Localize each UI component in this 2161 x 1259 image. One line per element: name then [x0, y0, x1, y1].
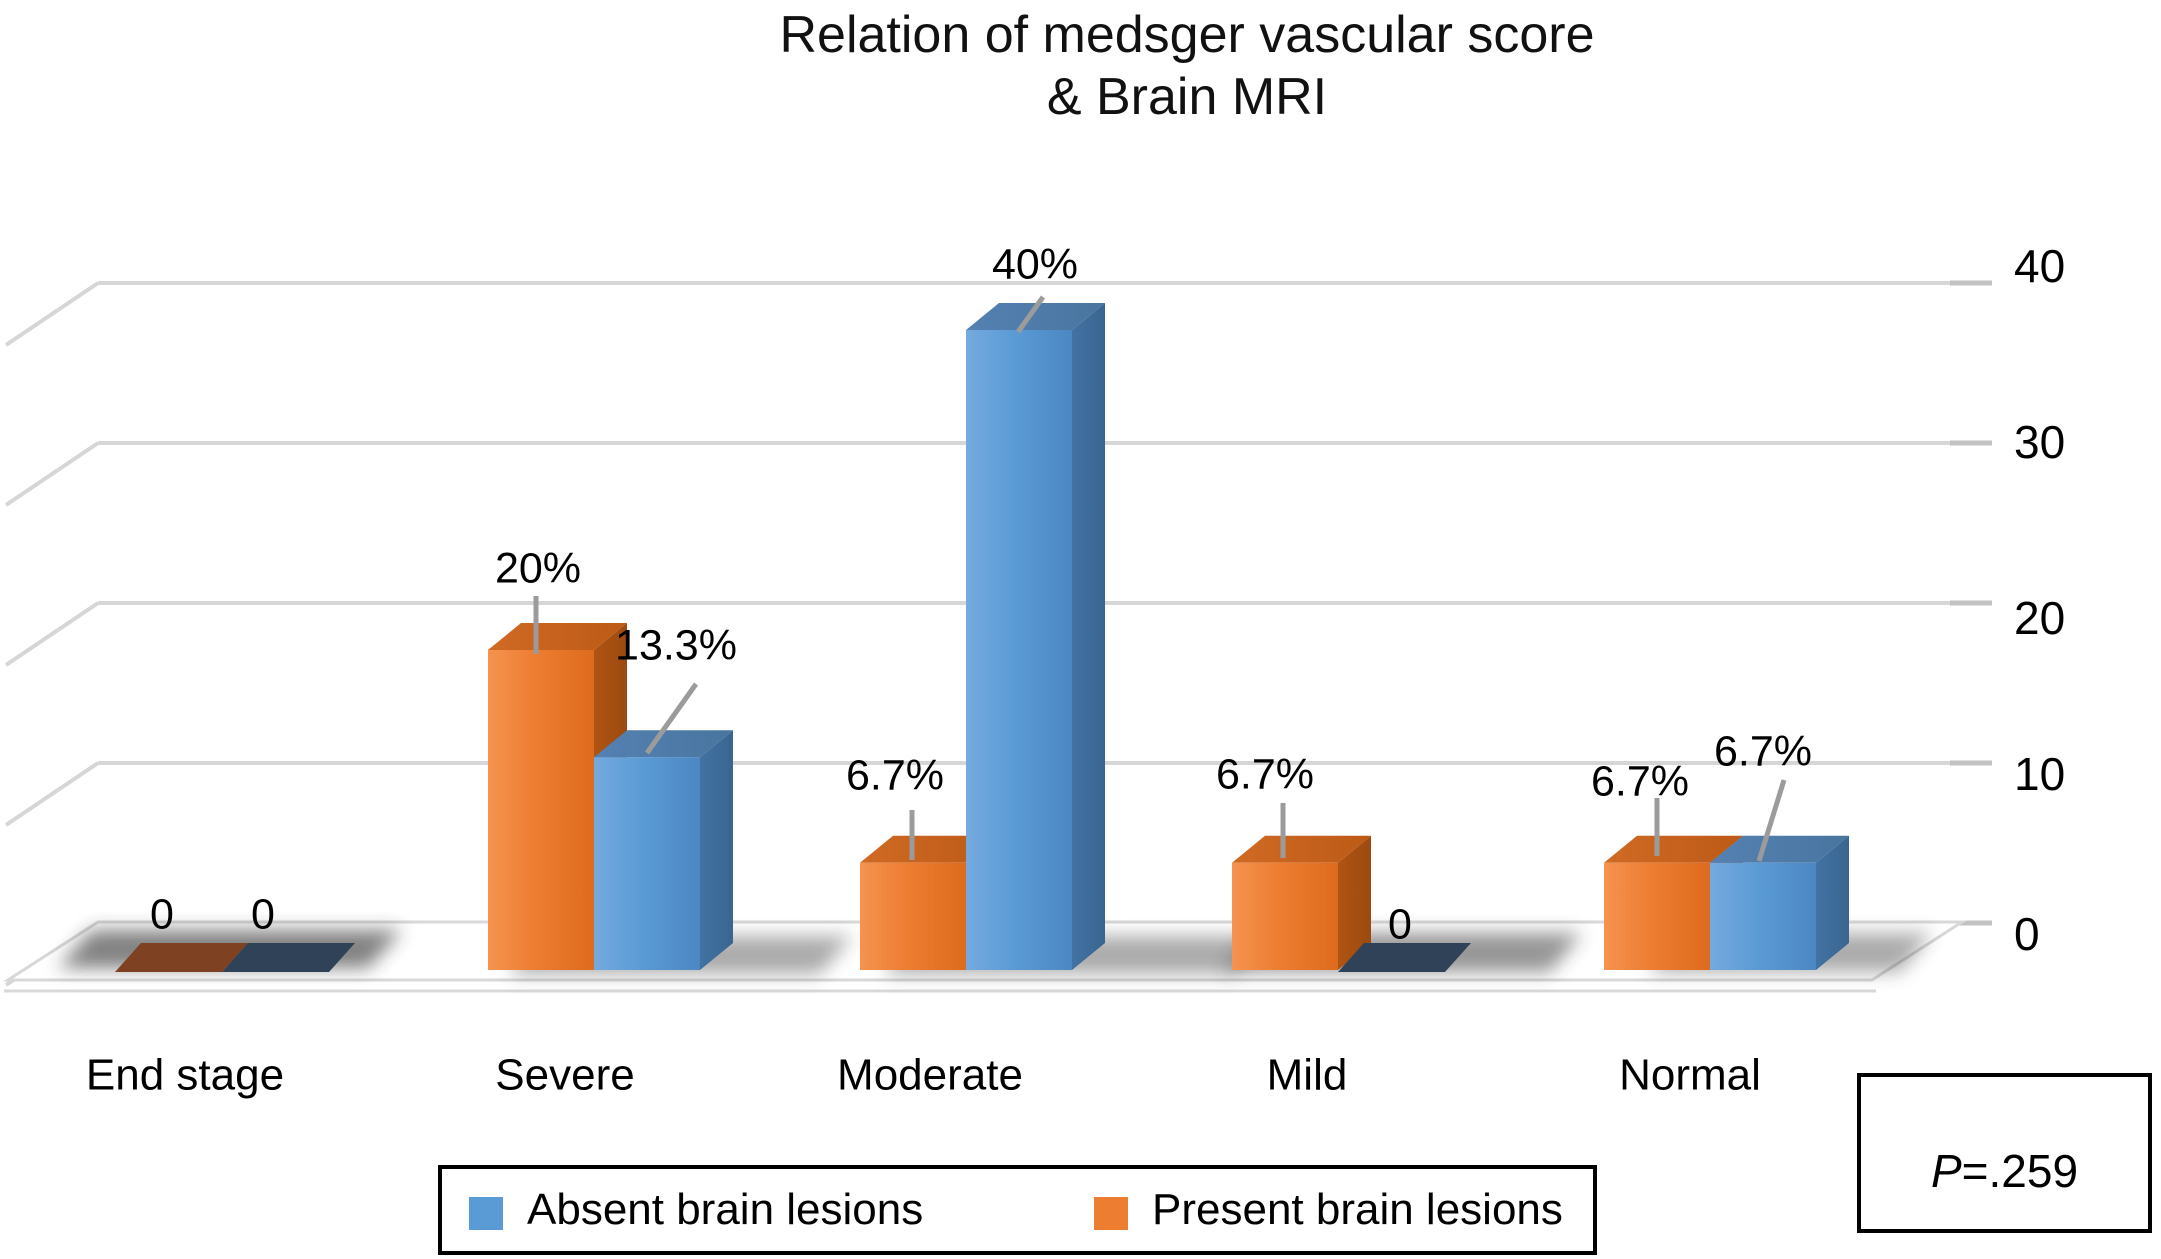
axis-tick-label-3: 10: [2014, 748, 2065, 800]
data-label-present-4: 6.7%: [1591, 757, 1689, 805]
legend-label-absent: Absent brain lesions: [527, 1185, 924, 1234]
axis-tick-label-2: 20: [2014, 592, 2065, 644]
axis-tick-label-4: 0: [2014, 908, 2040, 960]
data-label-present-2: 6.7%: [846, 751, 944, 799]
data-label-present-1: 20%: [495, 544, 581, 592]
category-label-1: Severe: [495, 1051, 634, 1100]
legend-swatch-absent: [469, 1197, 503, 1230]
chart-title-line1: Relation of medsger vascular score: [779, 6, 1595, 64]
legend-swatch-present: [1094, 1197, 1128, 1230]
category-label-3: Mild: [1267, 1051, 1348, 1100]
category-label-4: Normal: [1619, 1051, 1761, 1100]
data-label-present-0: 0: [150, 890, 174, 938]
p-value-number: =.259: [1961, 1145, 2079, 1197]
bar-absent-0: [222, 943, 355, 972]
data-label-present-3: 6.7%: [1216, 750, 1314, 798]
p-value-symbol: P: [1930, 1145, 1962, 1197]
legend: Absent brain lesions Present brain lesio…: [438, 1165, 1597, 1255]
bar-absent-4: [1710, 835, 1849, 970]
bar-absent-1: [594, 730, 733, 970]
bar-absent-3: [1338, 943, 1471, 972]
data-label-absent-1: 13.3%: [615, 621, 737, 669]
bars: [115, 303, 1849, 972]
chart-title: Relation of medsger vascular score & Bra…: [0, 4, 2161, 128]
data-label-absent-0: 0: [251, 890, 275, 938]
axis-tick-label-0: 40: [2014, 240, 2065, 292]
axis-tick-label-1: 30: [2014, 416, 2065, 468]
bar-present-3: [1232, 835, 1371, 970]
chart-title-line2: & Brain MRI: [1046, 68, 1328, 126]
bar-absent-2: [966, 303, 1105, 970]
bar-present-0: [115, 943, 248, 972]
label-leader-lines: [533, 295, 1787, 862]
p-value-box: P=.259: [1857, 1073, 2152, 1233]
data-label-absent-4: 6.7%: [1714, 727, 1812, 775]
legend-label-present: Present brain lesions: [1152, 1185, 1563, 1234]
category-label-0: End stage: [86, 1051, 284, 1100]
data-label-absent-2: 40%: [992, 240, 1078, 288]
category-label-2: Moderate: [837, 1051, 1023, 1100]
data-label-absent-3: 0: [1388, 900, 1412, 948]
